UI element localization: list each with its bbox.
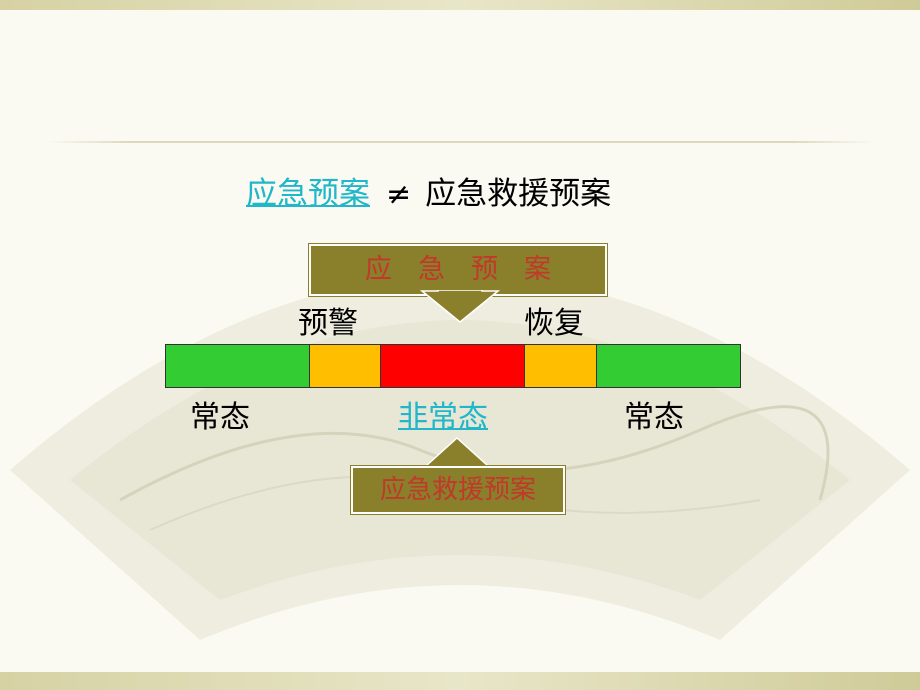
emergency-plan-link[interactable]: 应急预案: [246, 176, 370, 212]
timeline-segment-2: [309, 345, 382, 387]
up-arrow-icon: [424, 436, 490, 470]
slide-title: 应急预案 ≠ 应急救援预案: [246, 172, 611, 216]
label-abnormal-link[interactable]: 非常态: [398, 400, 488, 435]
label-normal-left: 常态: [190, 400, 250, 435]
header-divider: [46, 141, 876, 143]
label-normal-right: 常态: [624, 400, 684, 435]
timeline-segment-5: [596, 345, 740, 387]
callout-rescue-plan: 应急救援预案: [351, 466, 565, 514]
label-warning: 预警: [298, 306, 358, 341]
bottom-decorative-band: [0, 672, 920, 690]
timeline-segment-4: [524, 345, 597, 387]
not-equal-symbol: ≠: [386, 177, 412, 212]
emergency-timeline-bar: [165, 344, 741, 388]
timeline-segment-3: [381, 345, 525, 387]
label-recovery: 恢复: [524, 306, 584, 341]
down-arrow-icon: [420, 290, 500, 323]
rescue-plan-term: 应急救援预案: [425, 176, 612, 212]
callout-emergency-plan: 应急预案: [309, 244, 607, 296]
top-decorative-band: [0, 0, 920, 10]
timeline-segment-1: [166, 345, 310, 387]
